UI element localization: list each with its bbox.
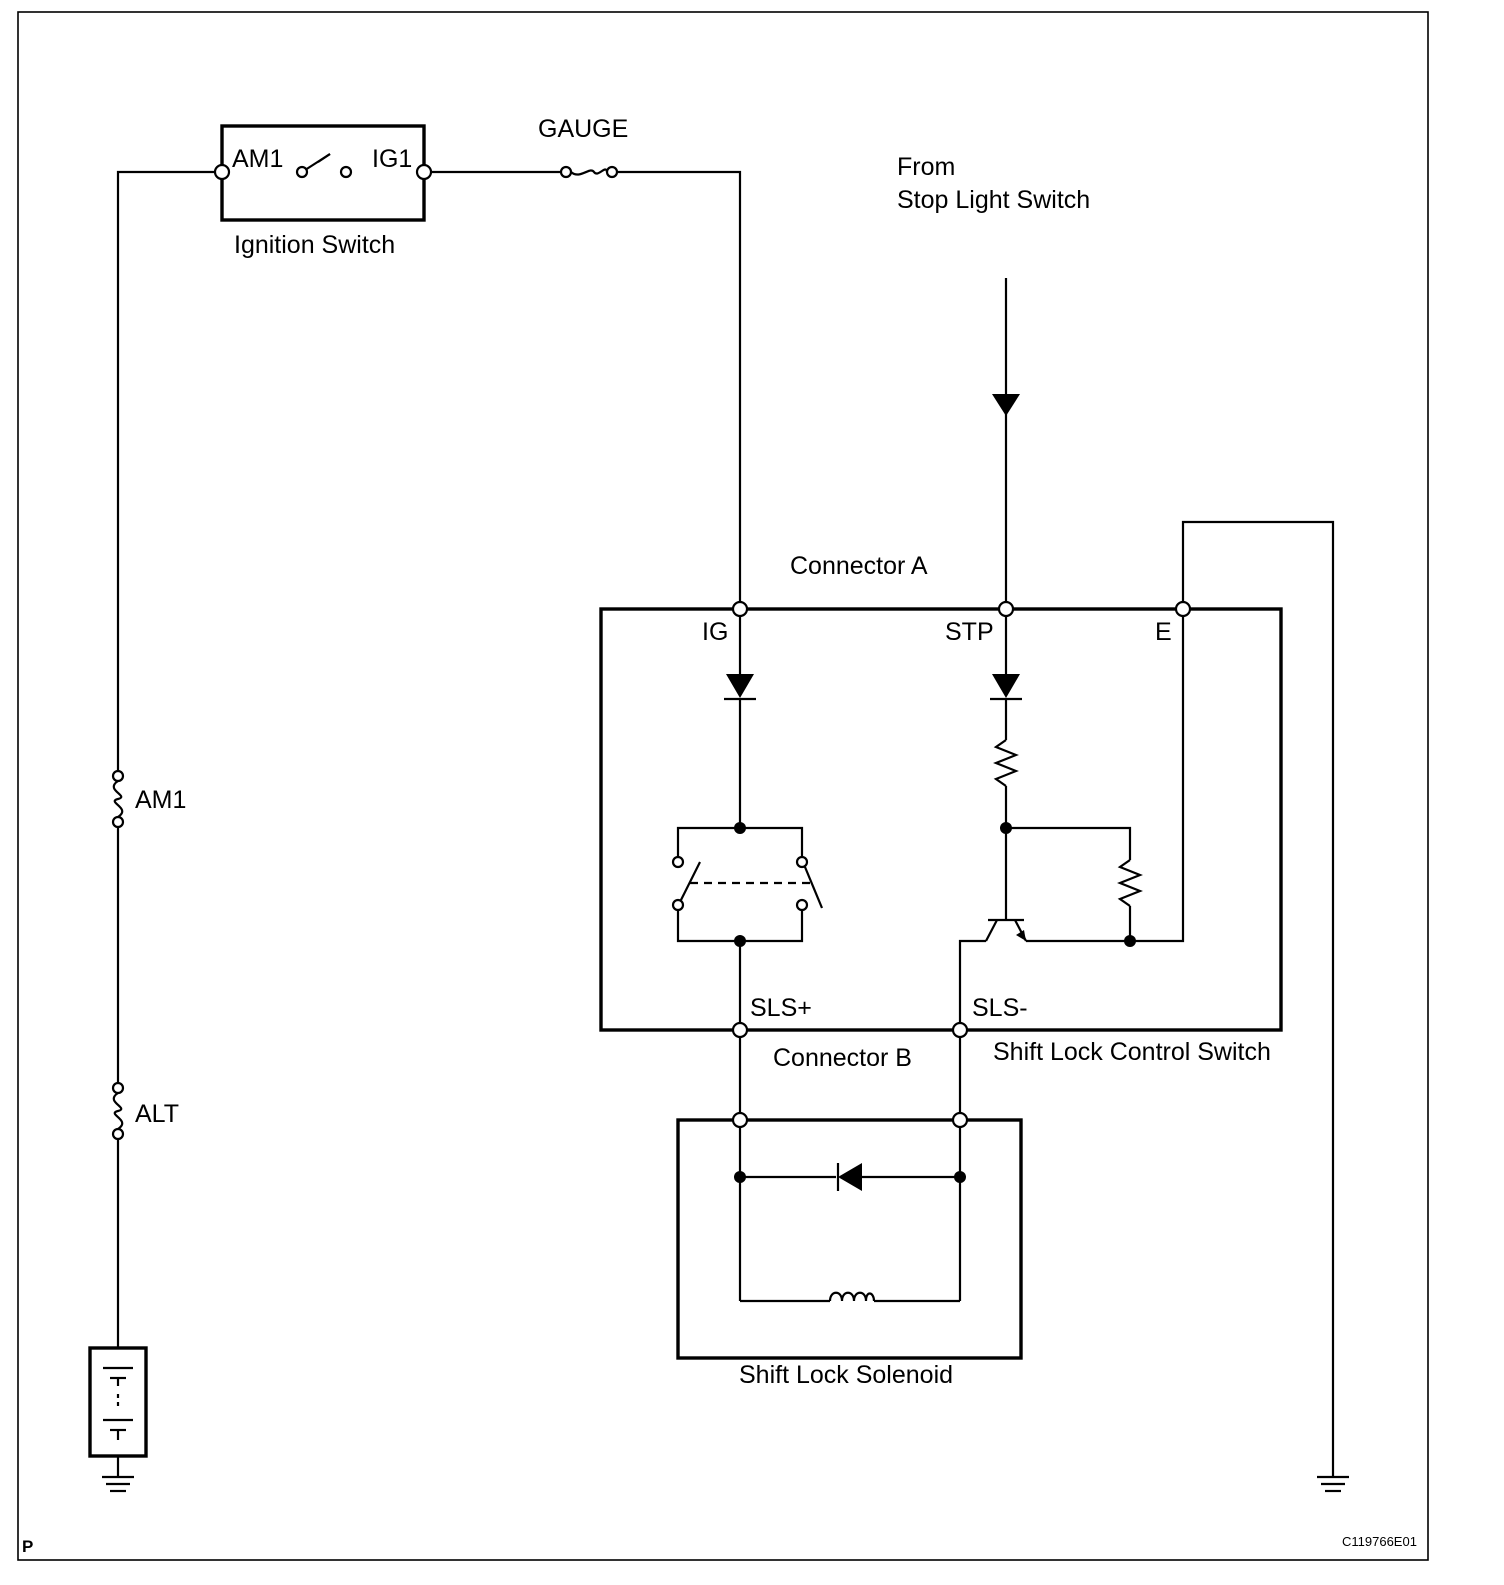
stop-light-input: From Stop Light Switch (897, 153, 1090, 601)
gauge-fuse-terminal-right (605, 165, 619, 179)
page-border (17, 11, 1429, 1561)
ignition-am1-terminal (213, 163, 231, 181)
ignition-am1-label: AM1 (232, 145, 283, 173)
fuse-alt: ALT (111, 1081, 179, 1141)
fuse-am1: AM1 (111, 769, 186, 829)
ignition-switch-label: Ignition Switch (234, 231, 395, 259)
shift-lock-control-switch: Connector A IG STP E (599, 552, 1283, 1072)
solenoid-coil (828, 1291, 876, 1302)
from-label-line2: Stop Light Switch (897, 186, 1090, 214)
dual-switch (671, 826, 824, 947)
ignition-ig1-terminal (415, 163, 433, 181)
battery (88, 1346, 148, 1458)
pin-sls-plus-label: SLS+ (750, 994, 812, 1022)
connector-b-label: Connector B (773, 1044, 912, 1072)
pin-sls-minus-terminal (951, 1021, 969, 1039)
ignition-ig1-label: IG1 (372, 145, 412, 173)
pin-sls-minus-label: SLS- (972, 994, 1028, 1022)
pin-stp-label: STP (945, 618, 994, 646)
diode-solenoid (838, 1163, 862, 1191)
shift-lock-solenoid-label: Shift Lock Solenoid (739, 1361, 953, 1389)
pin-sls-plus-terminal (731, 1021, 749, 1039)
pin-e-label: E (1155, 618, 1172, 646)
ground-symbol-left (102, 1456, 134, 1493)
gauge-fuse-terminal-left (559, 165, 573, 179)
diode-stp (992, 674, 1020, 698)
from-label-line1: From (897, 153, 955, 181)
arrow-down-icon (992, 394, 1020, 416)
connector-a-label: Connector A (790, 552, 928, 580)
resistor-bias (1117, 859, 1143, 907)
resistor-stp (993, 739, 1019, 787)
pin-e-terminal (1174, 600, 1192, 618)
fuse-alt-label: ALT (135, 1100, 179, 1128)
pin-ig-terminal (731, 600, 749, 618)
pin-stp-terminal (997, 600, 1015, 618)
solenoid-box (676, 1118, 1023, 1360)
fuse-am1-label: AM1 (135, 786, 186, 814)
diode-ig (726, 674, 754, 698)
gauge-fuse-label: GAUGE (538, 115, 628, 143)
shift-lock-control-switch-label: Shift Lock Control Switch (993, 1038, 1271, 1066)
gauge-circuit: GAUGE (431, 115, 742, 601)
transistor (958, 616, 1185, 1023)
shift-lock-solenoid: Shift Lock Solenoid (676, 1037, 1023, 1389)
battery-circuit: AM1 ALT (88, 170, 215, 1493)
control-switch-box (599, 607, 1283, 1032)
ignition-switch-box (220, 124, 426, 222)
pin-ig-label: IG (702, 618, 728, 646)
ignition-switch: AM1 IG1 Ignition Switch (213, 124, 433, 259)
ground-return (1181, 520, 1349, 1493)
figure-code: C119766E01 (1342, 1534, 1417, 1549)
corner-p-label: P (22, 1537, 33, 1556)
